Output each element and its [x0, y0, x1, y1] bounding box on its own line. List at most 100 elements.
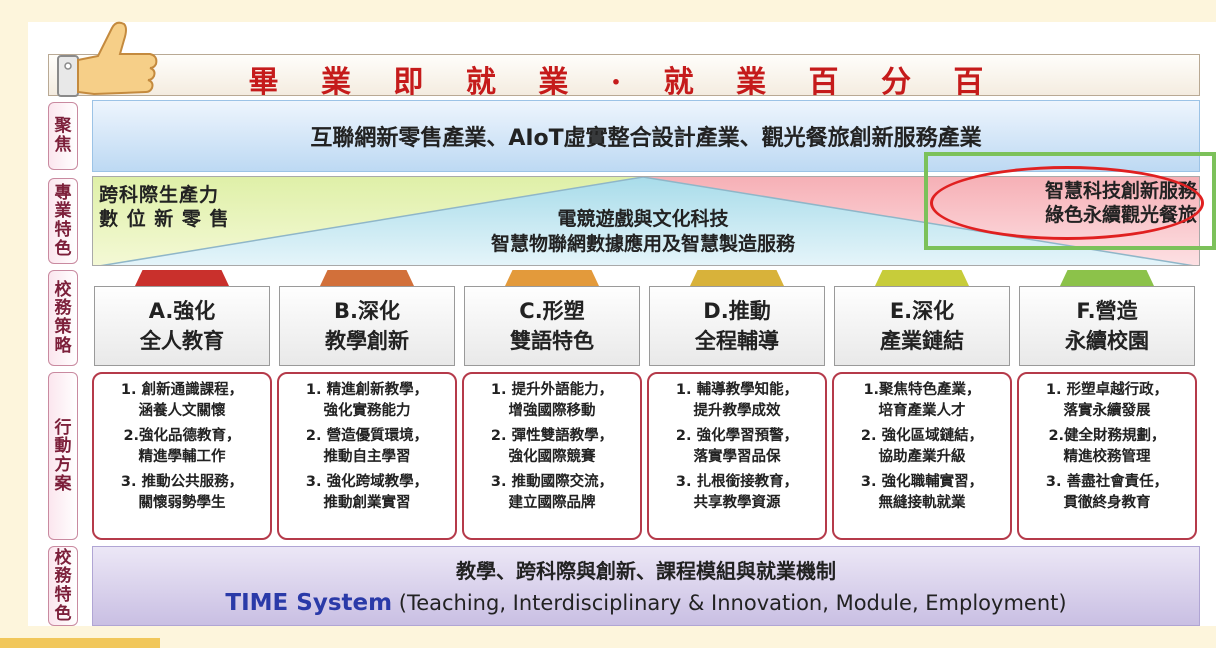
action-item-title: 3. 扎根銜接教育，: [675, 474, 799, 490]
action-item-title: 3. 強化職輔實習，: [860, 474, 984, 490]
action-item-title: 1.聚焦特色產業，: [863, 382, 981, 398]
action-item-detail: 推動自主學習: [323, 449, 411, 465]
action-item-detail: 推動創業實習: [323, 495, 411, 511]
strategy-tab: [1060, 270, 1154, 286]
background-top: [0, 0, 1216, 22]
action-column: 1.聚焦特色產業， 培育產業人才 2. 強化區域鏈結， 協助產業升級 3. 強化職輔實習…: [832, 372, 1012, 540]
action-item-title: 3. 推動國際交流，: [490, 474, 614, 490]
strategy-tab: [320, 270, 414, 286]
action-item-detail: 涵養人文關懷: [138, 403, 226, 419]
action-item-detail: 落實學習品保: [693, 449, 781, 465]
strategy-box: F.營造永續校園: [1019, 286, 1195, 366]
action-item: 2.健全財務規劃， 精進校務管理: [1023, 426, 1191, 468]
strategy-subtitle: 教學創新: [325, 329, 409, 353]
action-item-detail: 強化國際競賽: [508, 449, 596, 465]
action-item-title: 2. 彈性雙語教學，: [490, 428, 614, 444]
strategy-box: E.深化產業鏈結: [834, 286, 1010, 366]
action-item-detail: 貫徹終身教育: [1063, 495, 1151, 511]
strategy-tab: [505, 270, 599, 286]
action-item-title: 2. 強化區域鏈結，: [860, 428, 984, 444]
action-item-title: 2.強化品德教育，: [123, 428, 241, 444]
background-left: [0, 0, 28, 648]
strategy-subtitle: 產業鏈結: [880, 329, 964, 353]
strategy-tab: [875, 270, 969, 286]
side-label-focus: 聚焦: [48, 102, 78, 170]
action-item-title: 1. 精進創新教學，: [305, 382, 429, 398]
action-item-title: 3. 強化跨域教學，: [305, 474, 429, 490]
bottom-band: 教學、跨科際與創新、課程模組與就業機制 TIME System (Teachin…: [92, 546, 1200, 626]
action-column: 1. 精進創新教學， 強化實務能力 2. 營造優質環境， 推動自主學習 3. 強化跨域教…: [277, 372, 457, 540]
strategy-subtitle: 雙語特色: [510, 329, 594, 353]
action-item-detail: 培育產業人才: [878, 403, 966, 419]
feature-center: 電競遊戲與文化科技 智慧物聯網數據應用及智慧製造服務: [490, 208, 795, 255]
strategy-title: A.強化: [148, 299, 216, 323]
action-item: 3. 強化職輔實習， 無縫接軌就業: [838, 472, 1006, 514]
strategy-box: A.強化全人教育: [94, 286, 270, 366]
strategy-box: D.推動全程輔導: [649, 286, 825, 366]
action-item-title: 1. 創新通識課程，: [120, 382, 244, 398]
action-item-detail: 落實永續發展: [1063, 403, 1151, 419]
action-item: 1. 形塑卓越行政， 落實永續發展: [1023, 380, 1191, 422]
strategy-box: C.形塑雙語特色: [464, 286, 640, 366]
action-item: 3. 扎根銜接教育，共享教學資源: [653, 472, 821, 514]
action-column: 1. 提升外語能力， 增強國際移動 2. 彈性雙語教學， 強化國際競賽 3. 推動國際交…: [462, 372, 642, 540]
background-bottom: [0, 626, 1216, 648]
action-item-detail: 強化實務能力: [323, 403, 411, 419]
action-item: 2. 營造優質環境， 推動自主學習: [283, 426, 451, 468]
action-item-detail: 協助產業升級: [878, 449, 966, 465]
action-item: 3. 強化跨域教學， 推動創業實習: [283, 472, 451, 514]
strategy-title: E.深化: [889, 299, 955, 323]
action-item-title: 3. 推動公共服務，: [120, 474, 244, 490]
focus-band: 互聯網新零售產業、AIoT虛實整合設計產業、觀光餐旅創新服務產業: [92, 100, 1200, 172]
bottom-line2: TIME System (Teaching, Interdisciplinary…: [225, 590, 1067, 616]
action-item-title: 1. 輔導教學知能，: [675, 382, 799, 398]
action-item: 1. 精進創新教學， 強化實務能力: [283, 380, 451, 422]
time-system-label: TIME System: [225, 590, 393, 616]
action-item-title: 2. 強化學習預警，: [675, 428, 799, 444]
action-item: 2. 強化學習預警， 落實學習品保: [653, 426, 821, 468]
title-bar: 畢 業 即 就 業 · 就 業 百 分 百: [48, 54, 1200, 100]
action-item-title: 2. 營造優質環境，: [305, 428, 429, 444]
action-item-title: 3. 善盡社會責任，: [1045, 474, 1169, 490]
side-label-school-features: 校務特色: [48, 546, 78, 626]
focus-text: 互聯網新零售產業、AIoT虛實整合設計產業、觀光餐旅創新服務產業: [310, 126, 982, 151]
action-item-title: 2.健全財務規劃，: [1048, 428, 1166, 444]
strategy-box: B.深化教學創新: [279, 286, 455, 366]
action-item: 3. 善盡社會責任， 貫徹終身教育: [1023, 472, 1191, 514]
side-label-action: 行動方案: [48, 372, 78, 540]
action-item-detail: 增強國際移動: [508, 403, 596, 419]
feature-left: 跨科際生產力 數 位 新 零 售: [99, 184, 230, 230]
action-item: 3. 推動公共服務， 關懷弱勢學生: [98, 472, 266, 514]
strategy-title: F.營造: [1076, 299, 1138, 323]
action-item-detail: 關懷弱勢學生: [138, 495, 226, 511]
action-item: 1. 提升外語能力， 增強國際移動: [468, 380, 636, 422]
action-item: 1. 輔導教學知能， 提升教學成效: [653, 380, 821, 422]
action-item-detail: 無縫接軌就業: [878, 495, 966, 511]
action-item-title: 1. 形塑卓越行政，: [1045, 382, 1169, 398]
side-label-strategy: 校務策略: [48, 270, 78, 366]
strategy-title: C.形塑: [519, 299, 585, 323]
action-item: 1. 創新通識課程， 涵養人文關懷: [98, 380, 266, 422]
action-item-detail: 建立國際品牌: [508, 495, 596, 511]
action-item-detail: 精進校務管理: [1063, 449, 1151, 465]
action-item-title: 1. 提升外語能力，: [490, 382, 614, 398]
strategy-title: D.推動: [703, 299, 771, 323]
action-column: 1. 輔導教學知能， 提升教學成效 2. 強化學習預警， 落實學習品保 3. 扎根銜接教…: [647, 372, 827, 540]
action-item-detail: 提升教學成效: [693, 403, 781, 419]
strategy-tab: [690, 270, 784, 286]
action-column: 1. 形塑卓越行政， 落實永續發展 2.健全財務規劃， 精進校務管理 3. 善盡社會責任…: [1017, 372, 1197, 540]
bottom-line1: 教學、跨科際與創新、課程模組與就業機制: [456, 559, 836, 583]
action-item: 3. 推動國際交流， 建立國際品牌: [468, 472, 636, 514]
action-item-detail: 精進學輔工作: [138, 449, 226, 465]
side-label-features: 專業特色: [48, 178, 78, 264]
background-bottom-bar: [0, 638, 160, 648]
action-item: 2. 彈性雙語教學， 強化國際競賽: [468, 426, 636, 468]
strategy-subtitle: 全程輔導: [695, 329, 779, 353]
action-column: 1. 創新通識課程， 涵養人文關懷 2.強化品德教育， 精進學輔工作 3. 推動公共服務…: [92, 372, 272, 540]
action-item: 2.強化品德教育， 精進學輔工作: [98, 426, 266, 468]
highlight-box: [924, 152, 1216, 250]
strategy-subtitle: 全人教育: [140, 329, 224, 353]
main-title: 畢 業 即 就 業 · 就 業 百 分 百: [248, 65, 1000, 100]
strategy-subtitle: 永續校園: [1065, 329, 1149, 353]
thumbs-up-icon: [57, 21, 158, 97]
